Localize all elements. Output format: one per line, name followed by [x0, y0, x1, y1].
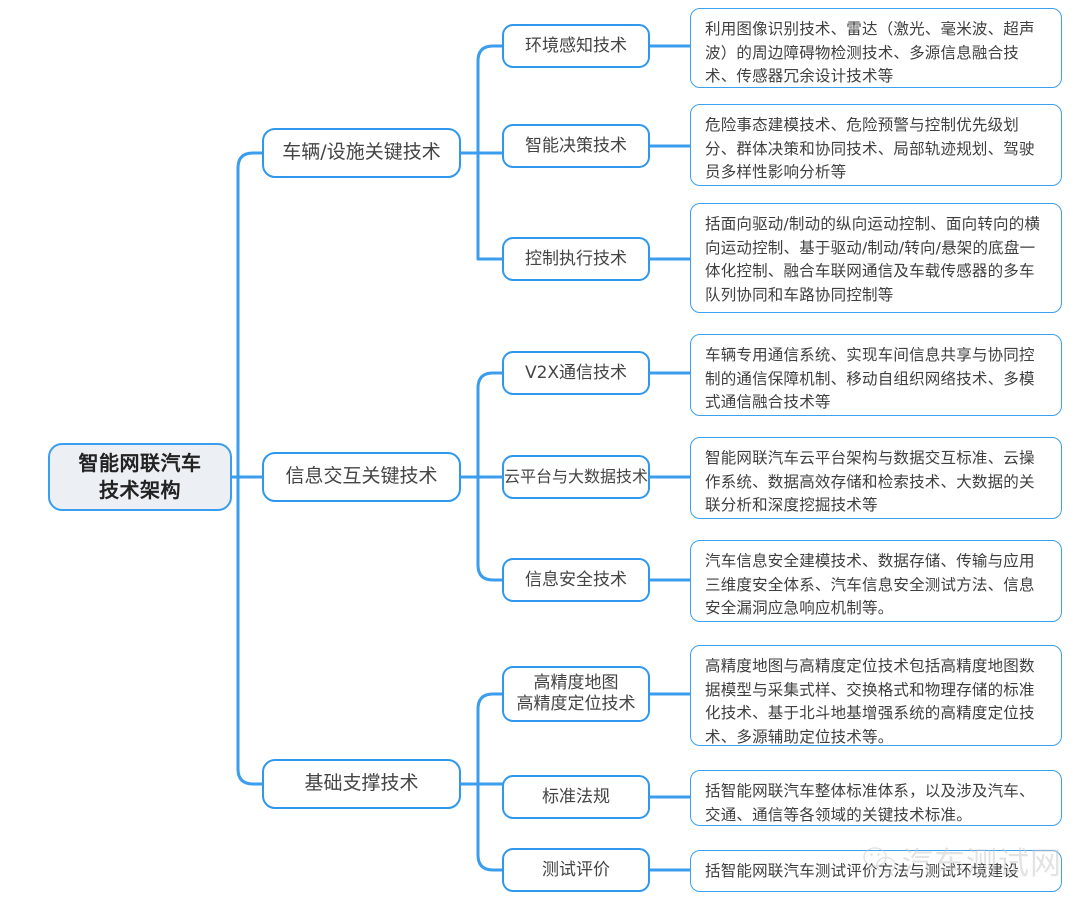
child-label: 标准法规 [542, 786, 610, 807]
branch-node-vehicle-infrastructure[interactable]: 车辆/设施关键技术 [262, 128, 461, 178]
branch-label: 基础支撑技术 [304, 772, 419, 795]
detail-box-intelligent-decision[interactable]: 危险事态建模技术、危险预警与控制优先级划分、群体决策和协同技术、局部轨迹规划、驾… [690, 104, 1062, 186]
child-label: 控制执行技术 [525, 248, 627, 269]
detail-box-standards-regulations[interactable]: 括智能网联汽车整体标准体系，以及涉及汽车、交通、通信等各领域的关键技术标准。 [690, 770, 1062, 826]
child-label: 云平台与大数据技术 [504, 467, 649, 487]
detail-box-information-security[interactable]: 汽车信息安全建模技术、数据存储、传输与应用三维度安全体系、汽车信息安全测试方法、… [690, 540, 1062, 622]
root-label-line1: 智能网联汽车 [78, 451, 202, 475]
child-node-intelligent-decision[interactable]: 智能决策技术 [502, 124, 650, 168]
child-node-v2x-communication[interactable]: V2X通信技术 [502, 351, 650, 395]
detail-box-control-execution[interactable]: 括面向驱动/制动的纵向运动控制、面向转向的横向运动控制、基于驱动/制动/转向/悬… [690, 203, 1062, 313]
child-node-environment-perception[interactable]: 环境感知技术 [502, 24, 650, 68]
detail-box-environment-perception[interactable]: 利用图像识别技术、雷达（激光、毫米波、超声波）的周边障碍物检测技术、多源信息融合… [690, 8, 1062, 88]
child-node-cloud-bigdata[interactable]: 云平台与大数据技术 [502, 455, 650, 499]
child-node-standards-regulations[interactable]: 标准法规 [502, 775, 650, 819]
child-label: 信息安全技术 [525, 569, 627, 590]
detail-box-cloud-bigdata[interactable]: 智能网联汽车云平台架构与数据交互标准、云操作系统、数据高效存储和检索技术、大数据… [690, 437, 1062, 519]
child-node-test-evaluation[interactable]: 测试评价 [502, 848, 650, 892]
child-label-line1: 高精度地图 [533, 672, 619, 693]
root-node[interactable]: 智能网联汽车 技术架构 [48, 443, 232, 511]
child-node-hd-map-positioning[interactable]: 高精度地图 高精度定位技术 [502, 666, 650, 722]
root-label-line2: 技术架构 [99, 478, 181, 502]
branch-label: 信息交互关键技术 [285, 465, 438, 488]
child-label: V2X通信技术 [524, 362, 628, 383]
detail-box-hd-map-positioning[interactable]: 高精度地图与高精度定位技术包括高精度地图数据模型与采集式样、交换格式和物理存储的… [690, 645, 1062, 746]
child-label: 测试评价 [542, 859, 610, 880]
branch-label: 车辆/设施关键技术 [282, 141, 441, 164]
detail-box-test-evaluation[interactable]: 括智能网联汽车测试评价方法与测试环境建设 [690, 850, 1062, 892]
branch-node-information-interaction[interactable]: 信息交互关键技术 [262, 452, 461, 502]
child-label: 智能决策技术 [525, 135, 627, 156]
child-label-line2: 高精度定位技术 [516, 694, 636, 714]
detail-box-v2x-communication[interactable]: 车辆专用通信系统、实现车间信息共享与协同控制的通信保障机制、移动自组织网络技术、… [690, 334, 1062, 416]
child-label: 环境感知技术 [525, 35, 627, 56]
child-node-information-security[interactable]: 信息安全技术 [502, 558, 650, 602]
child-node-control-execution[interactable]: 控制执行技术 [502, 237, 650, 281]
branch-node-basic-support[interactable]: 基础支撑技术 [262, 759, 461, 809]
